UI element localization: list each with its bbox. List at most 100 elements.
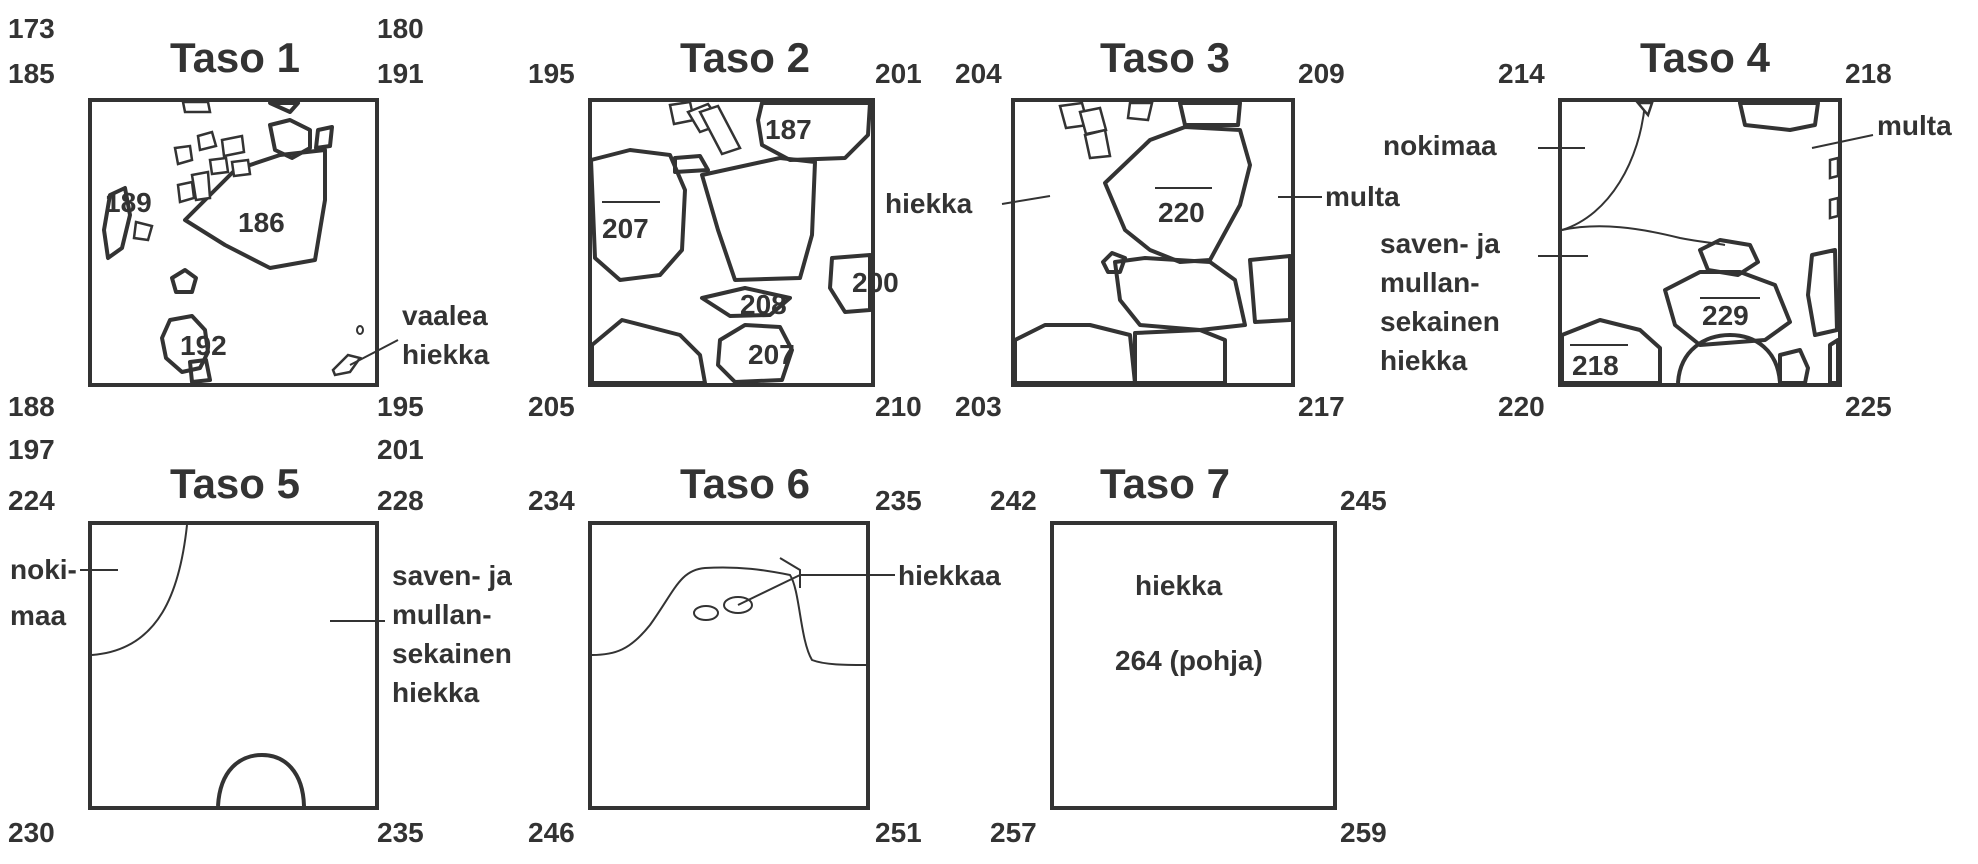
level-3-stone-top xyxy=(1178,101,1242,127)
level-2-label-187: 187 xyxy=(765,114,812,145)
level-1-label-192: 192 xyxy=(180,330,227,361)
level-3: Taso 3 204 209 203 217 hiekka 220 multa xyxy=(885,34,1400,422)
level-4-title: Taso 4 xyxy=(1640,34,1771,81)
level-1-stone-h xyxy=(208,156,230,176)
level-6-boundary-mark xyxy=(779,557,801,588)
level-1-stone-c xyxy=(268,101,300,114)
level-3-stone-frag-d xyxy=(1126,101,1154,122)
level-4-stone-218 xyxy=(1560,318,1662,385)
level-5-frame xyxy=(88,521,379,810)
level-4-stone-frag-b xyxy=(1828,196,1840,220)
level-3-corner-tr: 209 xyxy=(1298,58,1345,89)
level-2-stone-bl xyxy=(590,318,707,385)
level-4-label-nokimaa: nokimaa xyxy=(1383,130,1497,161)
level-1-corner-tl-b: 185 xyxy=(8,58,55,89)
level-5-corner-tl: 224 xyxy=(8,485,55,516)
level-2-stone-large xyxy=(700,156,817,282)
level-7-corner-tl: 242 xyxy=(990,485,1037,516)
level-6-sand-lens-b xyxy=(723,596,753,614)
level-3-corner-bl: 203 xyxy=(955,391,1002,422)
level-3-stone-tiny xyxy=(1101,251,1127,274)
level-3-title: Taso 3 xyxy=(1100,34,1230,81)
level-6: Taso 6 234 235 246 251 hiekkaa xyxy=(528,460,1001,848)
level-2-stone-207b xyxy=(716,323,794,384)
level-4-label-sekainen: sekainen xyxy=(1380,306,1500,337)
level-5-corner-br: 235 xyxy=(377,817,424,848)
level-4-label-saven-ja: saven- ja xyxy=(1380,228,1500,259)
level-2-title: Taso 2 xyxy=(680,34,810,81)
level-1-corner-tl-a: 173 xyxy=(8,13,55,44)
level-1-stone-m xyxy=(170,268,198,294)
level-4-stone-top xyxy=(1738,101,1820,132)
level-3-leader-hiekka xyxy=(1001,195,1051,205)
level-2: Taso 2 195 201 205 210 187 207 200 208 2… xyxy=(528,34,922,422)
level-5-title: Taso 5 xyxy=(170,460,300,507)
level-2-corner-tr: 201 xyxy=(875,58,922,89)
level-6-corner-tl: 234 xyxy=(528,485,575,516)
level-3-stone-bm xyxy=(1133,328,1227,385)
level-1-stone-g xyxy=(220,134,246,158)
level-1-corner-br-a: 195 xyxy=(377,391,424,422)
level-4-label-229: 229 xyxy=(1702,300,1749,331)
level-1-stone-i xyxy=(230,158,252,178)
level-3-label-multa: multa xyxy=(1325,181,1400,212)
level-5-label-saven-ja: saven- ja xyxy=(392,560,512,591)
level-1-stone-e xyxy=(173,144,194,166)
level-5-label-mullan: mullan- xyxy=(392,599,492,630)
level-1-leader-line xyxy=(349,339,399,366)
level-7-frame xyxy=(1050,521,1337,810)
level-4-corner-br: 225 xyxy=(1845,391,1892,422)
level-5-label-maa: maa xyxy=(10,600,66,631)
level-1-stone-n xyxy=(188,358,212,384)
level-4-label-hiekka: hiekka xyxy=(1380,345,1468,376)
level-6-corner-br: 251 xyxy=(875,817,922,848)
level-1-corner-br-b: 201 xyxy=(377,434,424,465)
level-5-boundary-nokimaa xyxy=(91,524,188,656)
level-3-label-hiekka: hiekka xyxy=(885,188,973,219)
level-2-label-200: 200 xyxy=(852,267,899,298)
level-3-stone-mid xyxy=(1113,256,1247,332)
level-1-label-hiekka: hiekka xyxy=(402,339,490,370)
level-2-stone-187 xyxy=(756,101,872,162)
level-1-title: Taso 1 xyxy=(170,34,300,81)
level-7: Taso 7 242 245 257 259 hiekka 264 (pohja… xyxy=(990,460,1387,848)
level-1-corner-tr-b: 191 xyxy=(377,58,424,89)
level-4-label-mullan: mullan- xyxy=(1380,267,1480,298)
level-6-sand-lens-a xyxy=(693,605,719,621)
level-4-stone-arc xyxy=(1676,333,1782,384)
level-1-stone-186 xyxy=(183,148,327,270)
level-4-leader-multa xyxy=(1811,134,1874,149)
level-1-stone-k xyxy=(190,170,212,202)
level-4-stone-frag-a xyxy=(1828,156,1840,180)
level-5-label-hiekka: hiekka xyxy=(392,677,480,708)
level-1-stone-a xyxy=(268,118,312,160)
level-1-label-186: 186 xyxy=(238,207,285,238)
level-1-small-pebble xyxy=(356,325,364,335)
level-6-leader-a xyxy=(737,574,801,606)
level-1-label-189: 189 xyxy=(105,187,152,218)
level-4-boundary-nokimaa xyxy=(1561,102,1646,231)
level-5-label-noki: noki- xyxy=(10,554,77,585)
level-6-label-hiekkaa: hiekkaa xyxy=(898,560,1001,591)
level-7-corner-br: 259 xyxy=(1340,817,1387,848)
level-3-label-220: 220 xyxy=(1158,197,1205,228)
level-2-corner-br: 210 xyxy=(875,391,922,422)
level-6-corner-bl: 246 xyxy=(528,817,575,848)
level-6-title: Taso 6 xyxy=(680,460,810,507)
level-1-label-vaalea: vaalea xyxy=(402,300,488,331)
level-4-corner-bl: 220 xyxy=(1498,391,1545,422)
level-6-corner-tr: 235 xyxy=(875,485,922,516)
level-1-corner-bl-a: 188 xyxy=(8,391,55,422)
level-1-stone-j xyxy=(176,180,196,204)
level-3-frame xyxy=(1011,98,1295,387)
level-4-label-218: 218 xyxy=(1572,350,1619,381)
level-3-corner-br: 217 xyxy=(1298,391,1345,422)
level-2-label-208: 208 xyxy=(740,289,787,320)
level-1-corner-bl-b: 197 xyxy=(8,434,55,465)
level-7-label-hiekka: hiekka xyxy=(1135,570,1223,601)
level-2-stone-small xyxy=(673,154,710,174)
level-3-stone-right xyxy=(1248,254,1292,324)
level-5-corner-bl: 230 xyxy=(8,817,55,848)
